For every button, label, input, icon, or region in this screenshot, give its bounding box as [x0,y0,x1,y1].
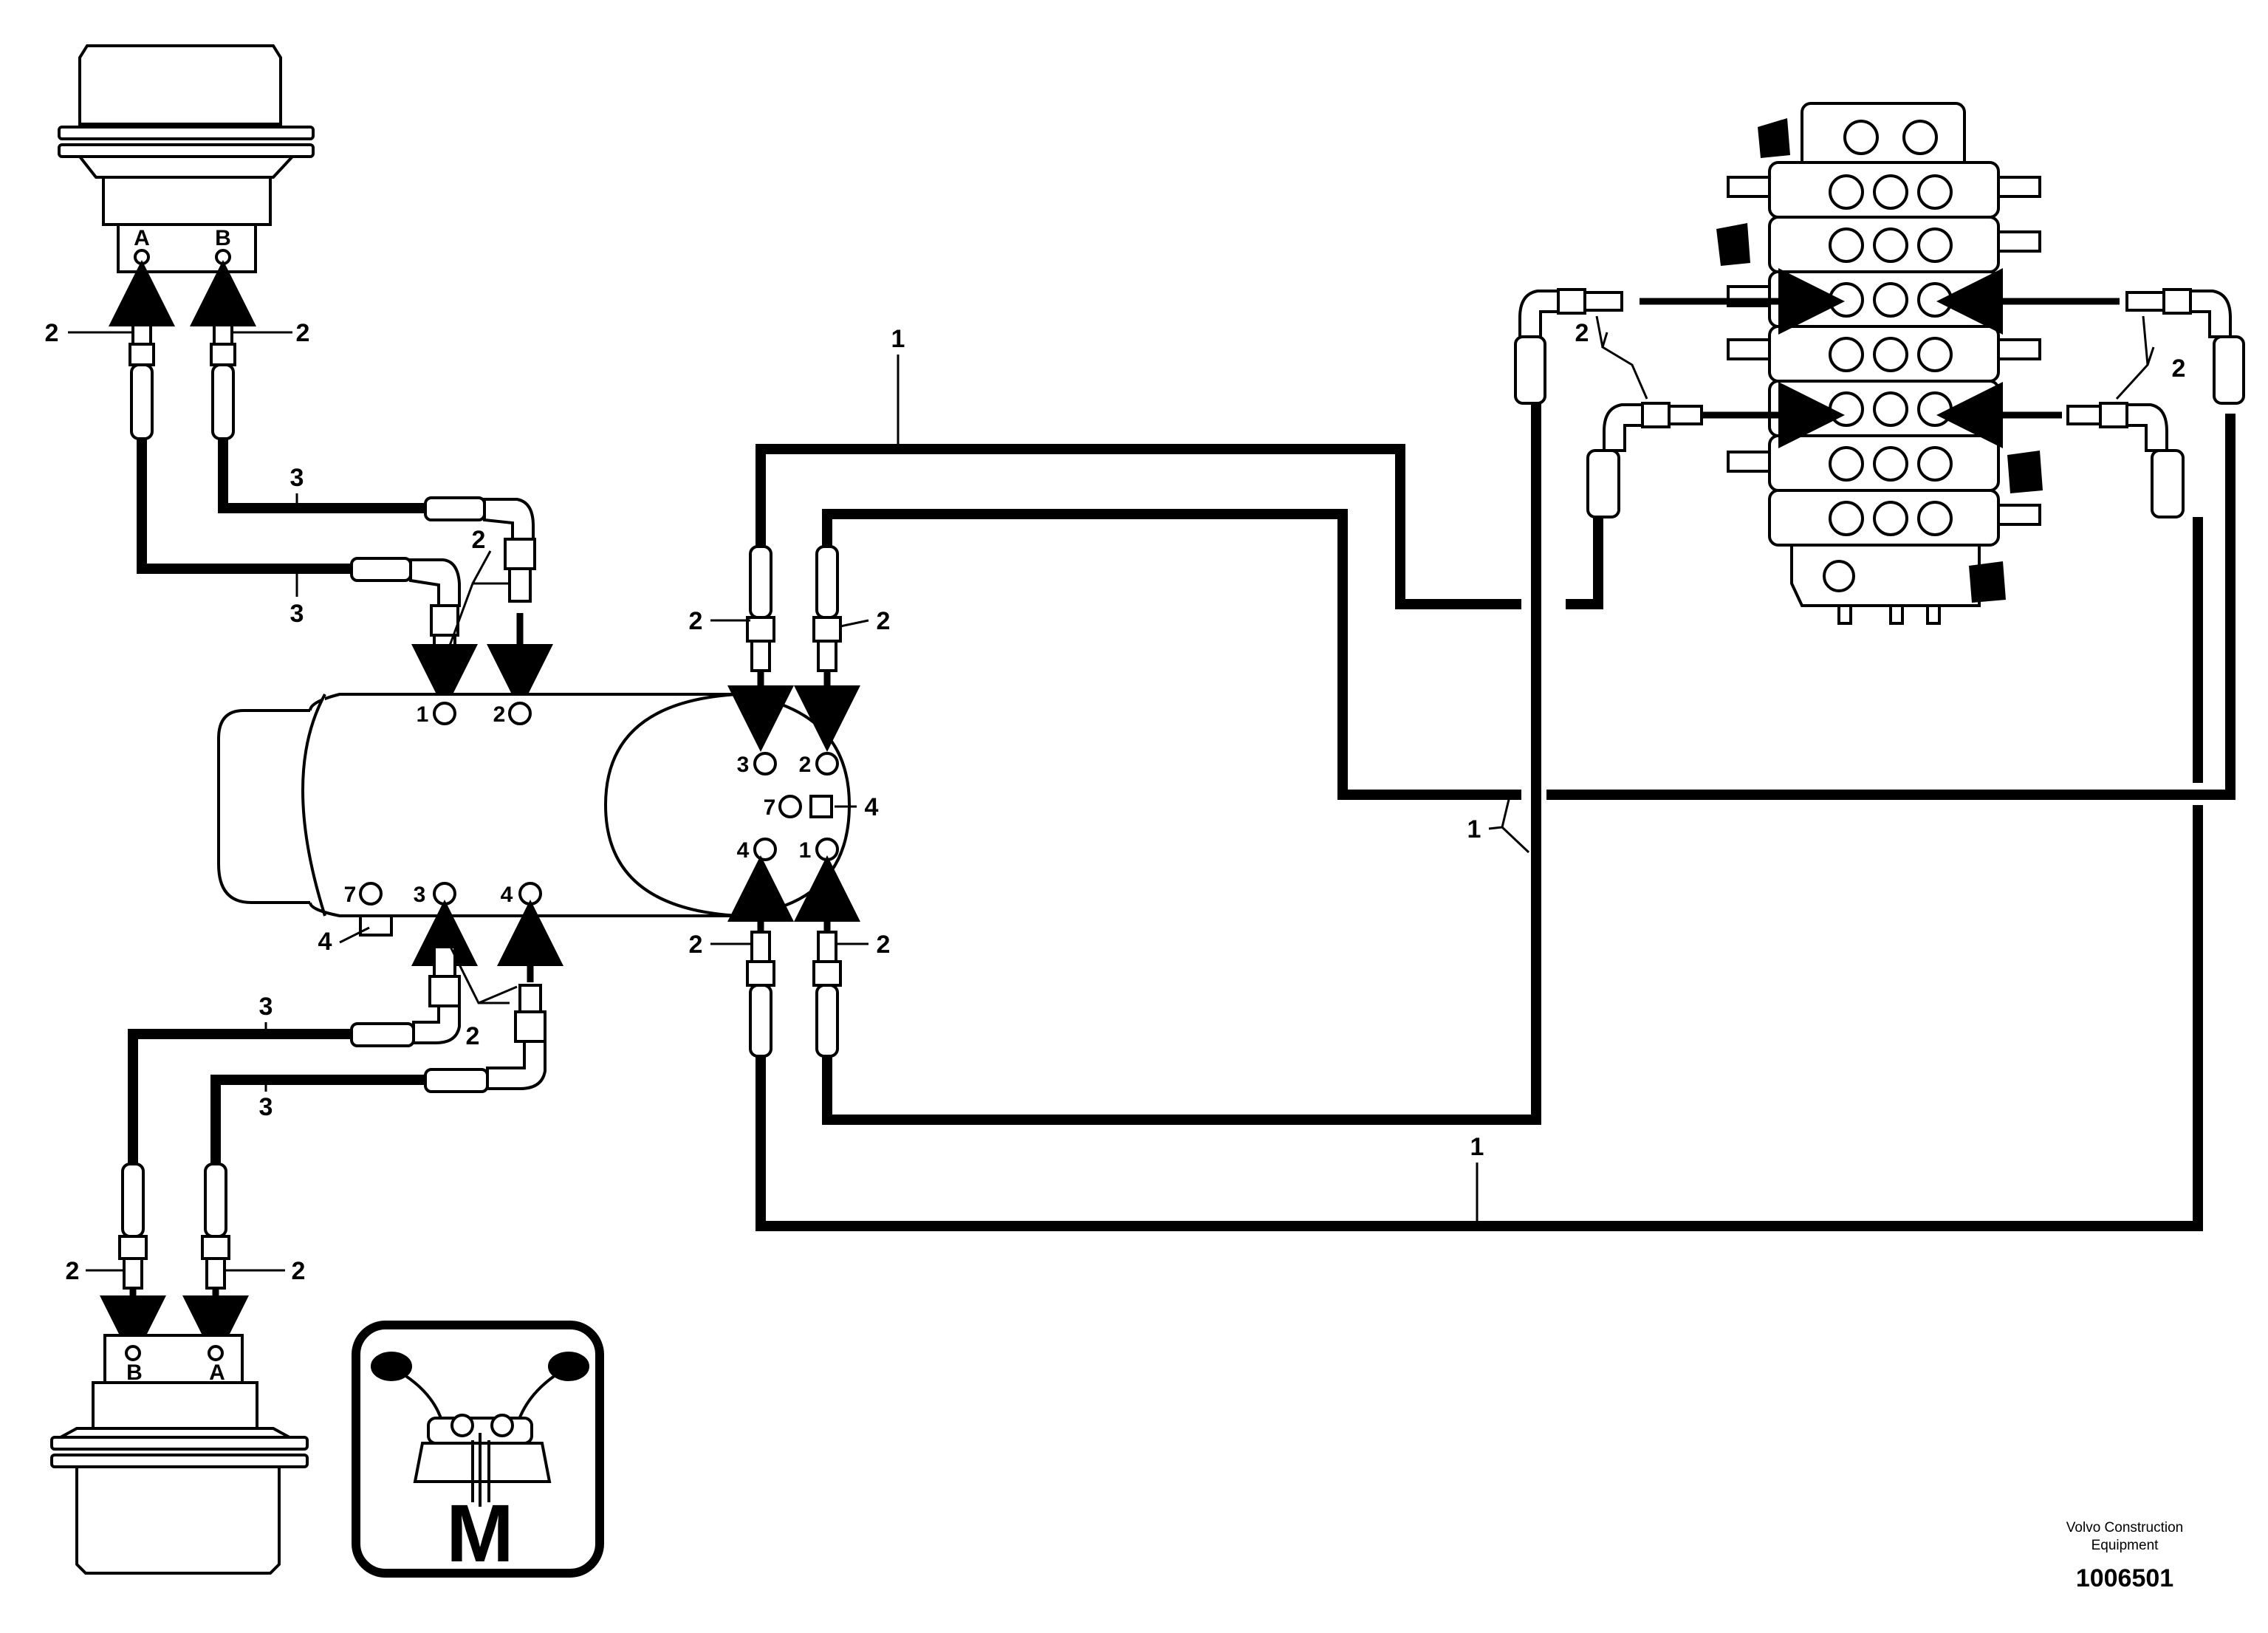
callout-1-bottom: 1 [1470,1133,1484,1161]
end-port-arrows [727,672,860,931]
leader-lines [68,315,2155,1272]
joystick-control-symbol: M [352,1321,604,1579]
port-end-3-label: 3 [737,753,750,777]
callout-2-upper-right: 2 [296,319,310,347]
end-port-unions [746,545,842,1058]
callout-2-end-top-left: 2 [689,607,703,635]
callout-2-lower-center: 2 [466,1022,480,1050]
upper-motor-arrows [109,260,256,326]
lower-motor-port-a-label: A [209,1360,225,1385]
distributor-port-top-2 [508,702,532,725]
callout-3-upper-b: 3 [290,600,304,628]
port-bottom-4-label: 4 [501,883,513,907]
distributor-port-bottom-7 [359,882,383,905]
hydraulic-lines [756,399,2236,1231]
callout-2-lower-right: 2 [292,1257,306,1285]
control-valve-unions [1514,288,2245,518]
distributor-bottom-plug [359,914,393,937]
document-number: 1006501 [2075,1564,2174,1592]
callout-4-end-plug: 4 [865,793,879,821]
callout-2-end-bottom-left: 2 [689,931,703,959]
callout-2-end-bottom-right: 2 [877,931,891,959]
manufacturer-text: Volvo Construction Equipment [2066,1520,2184,1553]
upper-motor-hoses [137,439,428,574]
motor-port-a-circle [134,249,150,265]
callout-2-valve-left: 2 [1575,319,1589,347]
port-bottom-3-label: 3 [414,883,426,907]
callout-2-upper-center: 2 [472,526,486,554]
callout-2-valve-right: 2 [2172,355,2186,383]
distributor-port-top-1 [433,702,456,725]
port-end-1-label: 1 [799,838,812,863]
port-top-1-label: 1 [417,702,429,727]
distributor-port-end-3 [753,752,777,776]
upper-motor-port-a-label: A [134,226,150,250]
control-symbol-letter: M [446,1488,514,1579]
callout-4-bottom-plug: 4 [318,928,332,956]
port-top-2-label: 2 [493,702,506,727]
callout-2-end-top-right: 2 [877,607,891,635]
lower-motor-fittings [118,1163,230,1290]
lower-motor-port-b-label: B [126,1360,143,1385]
distributor-port-bottom-3 [433,882,456,905]
port-end-4-label: 4 [737,838,750,863]
distributor-port-end-4 [753,838,777,861]
callout-1-middle: 1 [1467,815,1481,843]
lower-distributor-arrows [411,900,563,982]
callout-2-lower-left: 2 [66,1257,80,1285]
port-end-2-label: 2 [799,753,812,777]
upper-motor-fittings [129,310,236,440]
callout-3-upper-a: 3 [290,464,304,492]
rotary-distributor [217,693,852,937]
distributor-port-end-2 [815,752,839,776]
lower-travel-motor [50,1334,309,1575]
lower-hose-ends [350,945,547,1093]
distributor-port-end-1 [815,838,839,861]
callout-3-lower-b: 3 [259,1093,273,1121]
upper-travel-motor [58,44,315,273]
port-end-7-label: 7 [764,795,776,820]
distributor-port-bottom-4 [518,882,542,905]
control-valve [1727,102,2041,625]
control-valve-caps [1716,118,2043,603]
callout-1-top: 1 [891,325,905,353]
motor-port-b-circle [215,249,231,265]
distributor-end-plug [809,795,833,818]
upper-distributor-arrows [411,613,553,711]
callout-2-upper-left: 2 [45,319,59,347]
distributor-port-end-7 [778,795,802,818]
control-valve-arrows [1640,268,2120,448]
upper-motor-port-b-label: B [215,226,231,250]
port-bottom-7-label: 7 [344,883,357,907]
callout-3-lower-a: 3 [259,993,273,1021]
lower-motor-hoses [128,1029,425,1165]
